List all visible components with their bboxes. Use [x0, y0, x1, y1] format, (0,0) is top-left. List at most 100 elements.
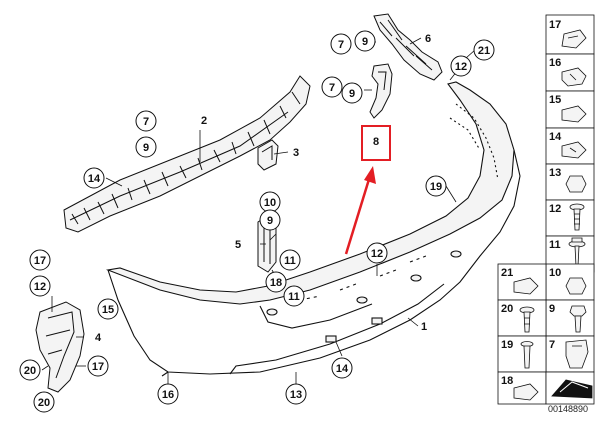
cell-label: 20 [501, 303, 513, 315]
cell-label: 16 [549, 57, 561, 69]
callout-12[interactable]: 12 [29, 275, 51, 297]
callout-7[interactable]: 7 [135, 110, 157, 132]
callout-7[interactable]: 7 [321, 76, 343, 98]
callout-12[interactable]: 12 [366, 242, 388, 264]
table-cell-15[interactable]: 15 [545, 90, 595, 129]
callout-3[interactable]: 3 [293, 147, 299, 159]
callout-label: 9 [362, 36, 368, 48]
callout-20[interactable]: 20 [19, 359, 41, 381]
callout-7[interactable]: 7 [330, 33, 352, 55]
hex-nut-icon [565, 175, 587, 193]
table-cell-19[interactable]: 19 [497, 335, 547, 373]
callout-9[interactable]: 9 [259, 209, 281, 231]
callout-19[interactable]: 19 [425, 175, 447, 197]
callout-11[interactable]: 11 [283, 285, 305, 307]
cell-label: 19 [501, 339, 513, 351]
callout-label: 19 [430, 181, 442, 193]
callout-label: 17 [34, 255, 46, 267]
callout-circle [33, 391, 55, 413]
cell-label: 9 [549, 303, 555, 315]
callout-1[interactable]: 1 [421, 321, 427, 333]
callout-circle [279, 249, 301, 271]
cell-label: 21 [501, 267, 513, 279]
callout-9[interactable]: 9 [354, 30, 376, 52]
callout-12[interactable]: 12 [450, 55, 472, 77]
callout-circle [283, 285, 305, 307]
callout-circle [157, 383, 179, 405]
table-cell-7[interactable]: 7 [545, 335, 595, 373]
callout-label: 15 [102, 304, 114, 316]
part-1-bumper-cover[interactable] [105, 81, 521, 377]
cell-label: 13 [549, 167, 561, 179]
callout-label: 14 [336, 363, 349, 375]
callout-18[interactable]: 18 [265, 271, 287, 293]
clip-nut-icon [513, 277, 539, 295]
table-cell-16[interactable]: 16 [545, 53, 595, 92]
callout-circle [366, 242, 388, 264]
callout-17[interactable]: 17 [29, 249, 51, 271]
callout-label: 18 [270, 277, 282, 289]
clip-nut-icon [561, 105, 587, 123]
callout-label: 5 [235, 239, 241, 251]
callout-circle [83, 167, 105, 189]
callout-10[interactable]: 10 [259, 191, 281, 213]
table-cell-17[interactable]: 17 [545, 14, 595, 55]
part-2-bumper-carrier[interactable] [63, 75, 311, 233]
callout-8[interactable]: 8 [373, 136, 379, 148]
callout-17[interactable]: 17 [87, 355, 109, 377]
table-cell-18[interactable]: 18 [497, 371, 547, 405]
table-cell-9[interactable]: 9 [545, 299, 595, 337]
pad-icon [551, 379, 593, 399]
callout-label: 7 [143, 116, 149, 128]
part-4-bracket[interactable] [35, 301, 85, 393]
callout-circle [135, 136, 157, 158]
callout-11[interactable]: 11 [279, 249, 301, 271]
part-8-bracket[interactable] [369, 63, 393, 119]
callout-label: 7 [338, 39, 344, 51]
callout-14[interactable]: 14 [331, 357, 353, 379]
callout-9[interactable]: 9 [341, 82, 363, 104]
callout-label: 9 [143, 142, 149, 154]
callout-label: 14 [88, 173, 101, 185]
callout-label: 20 [24, 365, 36, 377]
table-cell-12[interactable]: 12 [545, 199, 595, 237]
callout-circle [473, 39, 495, 61]
callout-circle [354, 30, 376, 52]
callout-label: 12 [34, 281, 46, 293]
callout-21[interactable]: 21 [473, 39, 495, 61]
table-cell-14[interactable]: 14 [545, 127, 595, 165]
callout-14[interactable]: 14 [83, 167, 105, 189]
cell-label: 15 [549, 94, 561, 106]
callout-2[interactable]: 2 [201, 115, 207, 127]
callout-label: 7 [329, 82, 335, 94]
callout-20[interactable]: 20 [33, 391, 55, 413]
callout-label: 20 [38, 397, 50, 409]
table-cell-13[interactable]: 13 [545, 163, 595, 201]
callout-6[interactable]: 6 [425, 33, 431, 45]
callout-label: 16 [162, 389, 174, 401]
part-3-clip[interactable] [257, 139, 279, 171]
callout-circle [87, 355, 109, 377]
highlight-box [361, 125, 391, 161]
callout-4[interactable]: 4 [95, 332, 102, 344]
callout-circle [135, 110, 157, 132]
callout-label: 10 [264, 197, 276, 209]
callout-label: 12 [455, 61, 467, 73]
callout-5[interactable]: 5 [235, 239, 241, 251]
table-cell-20[interactable]: 20 [497, 299, 547, 337]
callout-9[interactable]: 9 [135, 136, 157, 158]
callout-label: 9 [267, 215, 273, 227]
table-cell-10[interactable]: 10 [545, 263, 595, 301]
callout-13[interactable]: 13 [285, 383, 307, 405]
cell-label: 12 [549, 203, 561, 215]
callout-16[interactable]: 16 [157, 383, 179, 405]
part-6-bracket[interactable] [373, 13, 443, 81]
callout-label: 4 [95, 332, 102, 344]
callout-label: 13 [290, 389, 302, 401]
rivet-icon [520, 341, 534, 369]
callout-label: 3 [293, 147, 299, 159]
callout-15[interactable]: 15 [97, 298, 119, 320]
table-cell-21[interactable]: 21 [497, 263, 547, 301]
